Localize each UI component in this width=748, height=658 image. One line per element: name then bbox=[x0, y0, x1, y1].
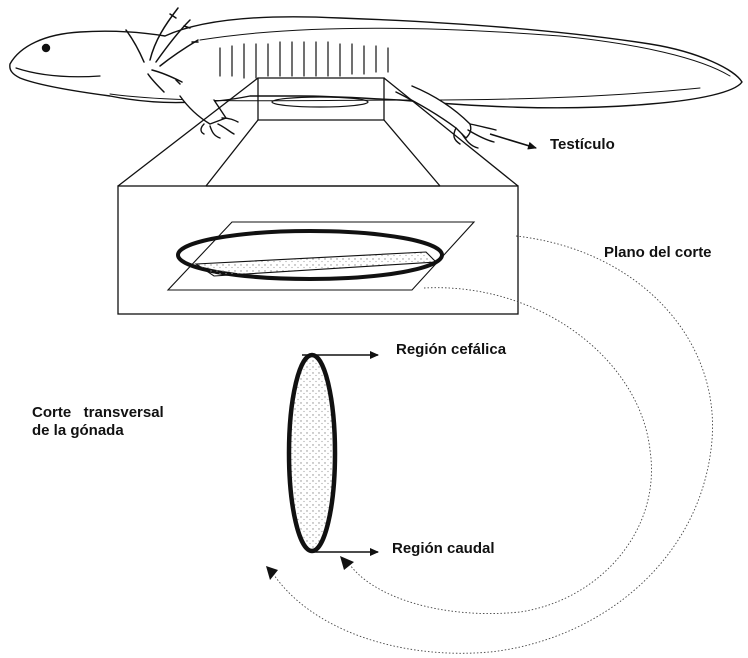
box-top-window bbox=[258, 78, 384, 120]
cephalic-region-label: Región cefálica bbox=[396, 341, 506, 358]
axolotl-gills bbox=[126, 8, 198, 92]
testis-label: Testículo bbox=[550, 136, 615, 153]
axolotl-hind-leg bbox=[396, 86, 471, 138]
testis-arrow bbox=[490, 134, 536, 148]
box-perspective-inner-right bbox=[384, 78, 518, 186]
axolotl-costal-grooves bbox=[220, 42, 388, 78]
box-perspective-right bbox=[384, 120, 440, 186]
in-body-gonad bbox=[272, 97, 368, 107]
cross-section-label-line2: de la gónada bbox=[32, 422, 142, 440]
cut-plane-label: Plano del corte bbox=[604, 244, 712, 261]
axolotl-eye bbox=[43, 45, 50, 52]
box-perspective-inner-left bbox=[118, 78, 258, 186]
axolotl-mouth bbox=[16, 68, 100, 77]
outer-arrowhead bbox=[266, 566, 278, 580]
cross-section-label-line1: Corte transversal bbox=[32, 404, 142, 422]
inner-curved-arrow bbox=[348, 288, 651, 614]
box-perspective-left bbox=[206, 120, 258, 186]
cross-section-label: Corte transversal de la gónada bbox=[32, 404, 142, 440]
caudal-region-label: Región caudal bbox=[392, 540, 495, 557]
cross-section-gonad bbox=[289, 355, 335, 551]
